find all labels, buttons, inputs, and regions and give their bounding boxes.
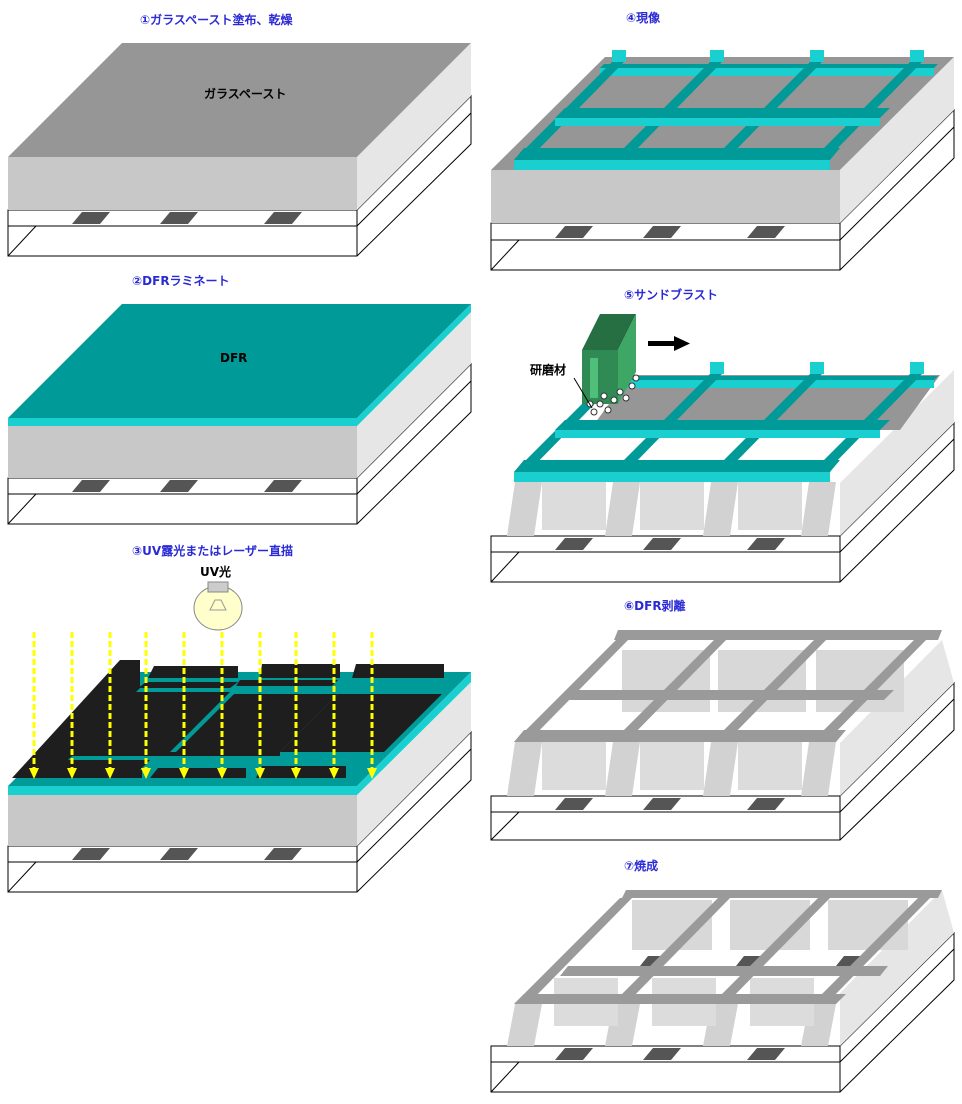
step2-title: ②DFRラミネート <box>132 274 230 288</box>
step1-panel: ①ガラスペースト塗布、乾燥 ガラスペースト <box>7 12 472 257</box>
step4-panel: ④現像 <box>490 10 955 271</box>
dfr-layer <box>8 304 471 426</box>
move-arrow-icon <box>648 336 690 351</box>
electrodes <box>555 538 785 550</box>
barrier-ribs <box>507 890 954 1046</box>
step5-panel: ⑤サンドブラスト <box>490 287 955 583</box>
electrodes <box>72 848 302 860</box>
electrodes <box>555 798 785 810</box>
abrasive-label: 研磨材 <box>530 362 566 377</box>
abrasive-leader-line <box>573 377 593 409</box>
glass-paste-layer <box>8 43 471 210</box>
dfr-grid <box>514 362 938 482</box>
dfr-grid <box>514 50 938 170</box>
step3-title: ③UV露光またはレーザー直描 <box>132 543 293 558</box>
uv-light-label: UV光 <box>200 564 231 579</box>
step6-title: ⑥DFR剥離 <box>624 598 686 613</box>
uv-arrowheads <box>29 768 377 779</box>
step4-title: ④現像 <box>626 10 661 25</box>
glass-paste-layer <box>8 682 471 846</box>
glass-paste-layer <box>8 312 471 478</box>
step7-panel: ⑦焼成 <box>490 858 955 1093</box>
step6-panel: ⑥DFR剥離 <box>490 598 955 841</box>
step1-title: ①ガラスペースト塗布、乾燥 <box>140 12 293 27</box>
dfr-label: DFR <box>220 351 247 365</box>
glass-paste-label: ガラスペースト <box>204 86 286 101</box>
step7-title: ⑦焼成 <box>624 858 658 873</box>
step5-title: ⑤サンドブラスト <box>624 287 718 302</box>
electrodes <box>72 480 302 492</box>
electrodes <box>555 226 785 238</box>
step2-panel: ②DFRラミネート DFR <box>7 274 472 525</box>
uv-arrows <box>32 632 374 770</box>
barrier-ribs <box>507 630 954 796</box>
step3-panel: ③UV露光またはレーザー直描 <box>7 543 472 893</box>
abrasive-particles <box>586 374 640 416</box>
uv-lamp-icon <box>193 581 243 631</box>
electrodes <box>72 212 302 224</box>
blast-nozzle <box>582 314 636 404</box>
